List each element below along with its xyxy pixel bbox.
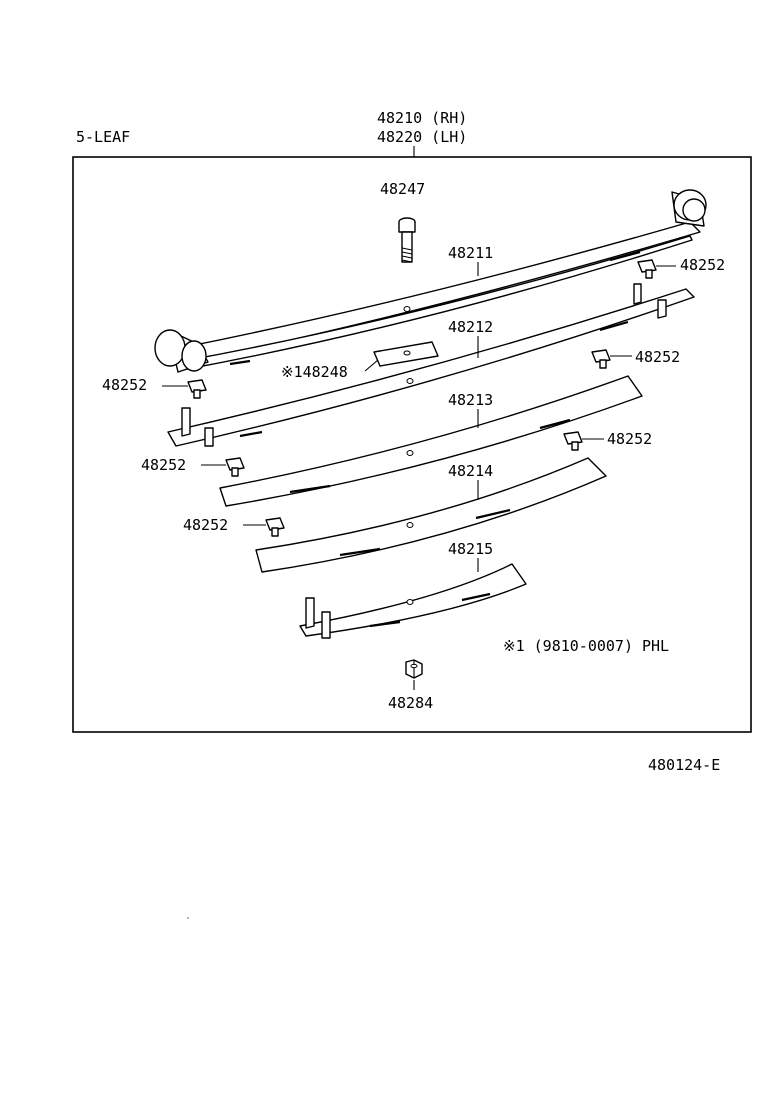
- figure-code: 480124-E: [648, 756, 720, 774]
- clip-left-3-label: 48252: [183, 516, 228, 534]
- rebound-clip-right-3: [563, 431, 583, 451]
- leaf-48215: [299, 563, 527, 639]
- note-text: ※1 (9810-0007) PHL: [503, 637, 669, 655]
- right-spring-eye: [671, 189, 707, 227]
- center-bolt-nut: [405, 659, 423, 679]
- scan-speck: [187, 917, 189, 919]
- leaf-48212: [167, 283, 695, 447]
- assembly-label-rh: 48210 (RH): [377, 109, 467, 127]
- clip-left-1-label: 48252: [102, 376, 147, 394]
- clip-right-3-label: 48252: [607, 430, 652, 448]
- assembly-label-lh: 48220 (LH): [377, 128, 467, 146]
- center-bolt: [398, 217, 416, 263]
- rebound-clip-left-2: [225, 457, 245, 477]
- bolt-label: 48247: [380, 180, 425, 198]
- plate-label: ※148248: [281, 363, 348, 381]
- leaf-48211-label: 48211: [448, 244, 493, 262]
- leaf-48213: [219, 375, 643, 507]
- left-spring-eye: [154, 329, 209, 373]
- leaf-48212-label: 48212: [448, 318, 493, 336]
- leaf-48215-label: 48215: [448, 540, 493, 558]
- rebound-clip-left-3: [265, 517, 285, 537]
- clip-right-1-label: 48252: [680, 256, 725, 274]
- leaf-48213-label: 48213: [448, 391, 493, 409]
- diagram-frame: [72, 156, 752, 733]
- shim-plate: [373, 341, 439, 367]
- variant-label: 5-LEAF: [76, 128, 130, 146]
- leaf-48211: [154, 189, 707, 373]
- rebound-clip-right-1: [637, 259, 657, 279]
- clip-right-2-label: 48252: [635, 348, 680, 366]
- rebound-clip-right-2: [591, 349, 611, 369]
- rebound-clip-left-1: [187, 379, 207, 399]
- leaf-48214: [255, 457, 607, 573]
- leaf-48214-label: 48214: [448, 462, 493, 480]
- clip-left-2-label: 48252: [141, 456, 186, 474]
- plate-leader: [364, 359, 379, 372]
- nut-label: 48284: [388, 694, 433, 712]
